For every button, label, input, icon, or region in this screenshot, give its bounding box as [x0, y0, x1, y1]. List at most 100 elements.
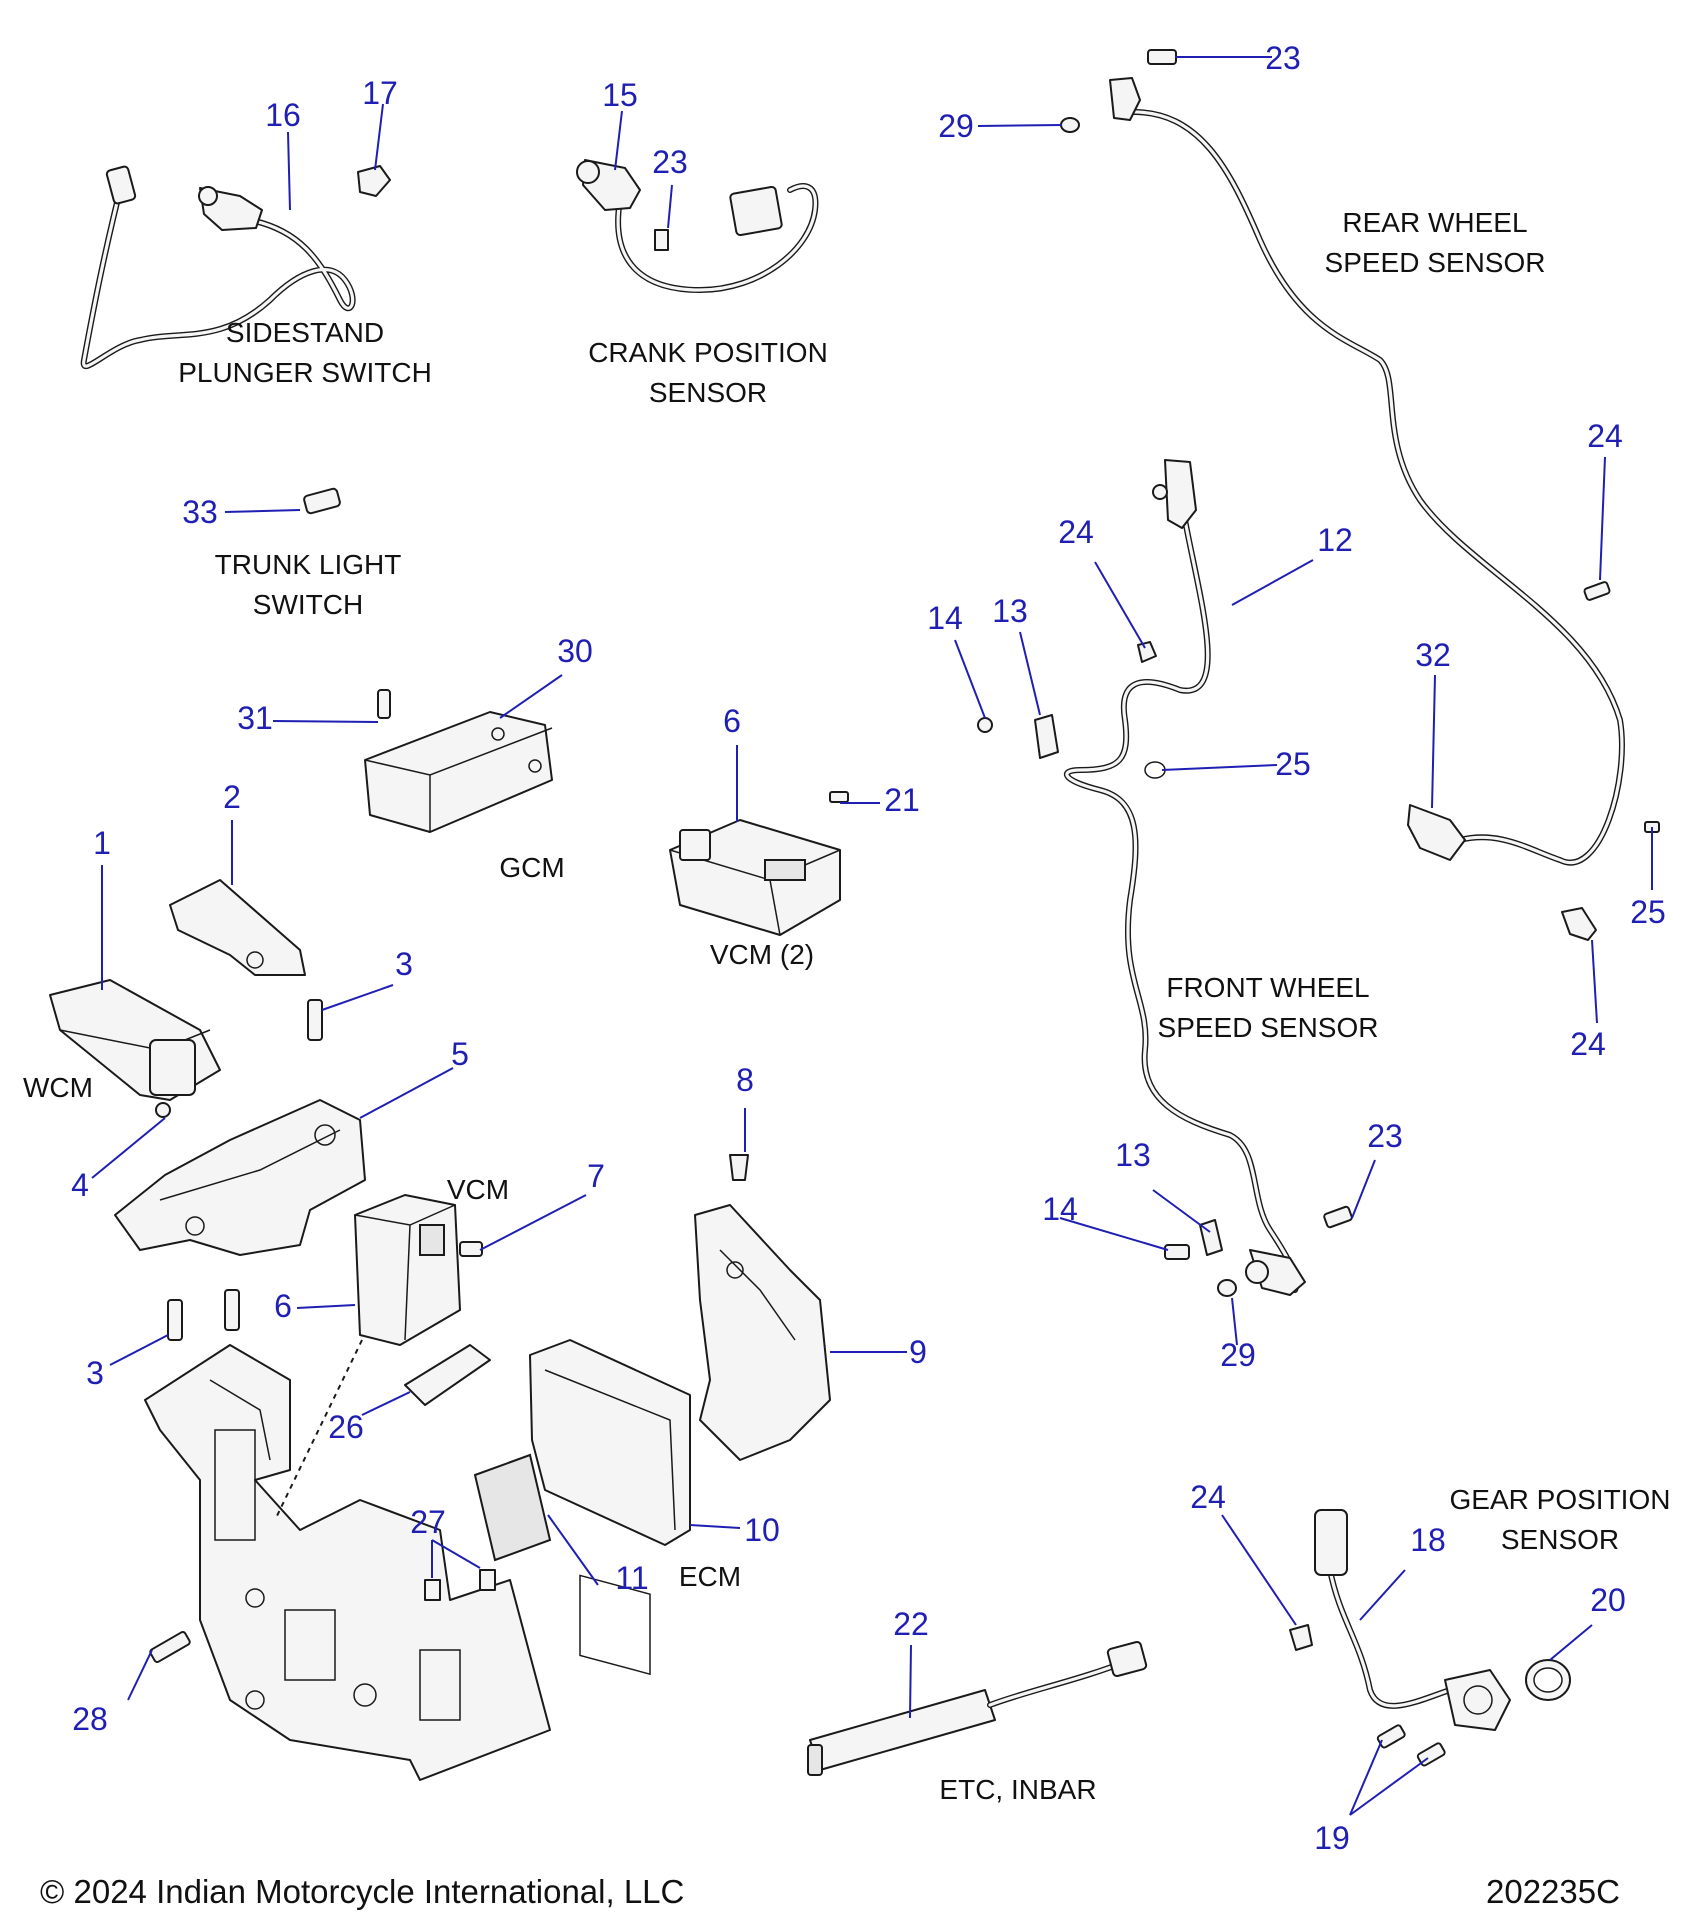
- callout-31: 31: [237, 700, 273, 736]
- vcm-label-text: VCM: [446, 1174, 510, 1205]
- etc-inbar-label: ETC, INBAR: [939, 1770, 1096, 1810]
- callout-28: 28: [72, 1701, 108, 1737]
- callout-18: 18: [1410, 1522, 1446, 1558]
- callout-1: 1: [93, 825, 111, 861]
- leader-lines: [91, 56, 1653, 1816]
- vcm-to-bracket-dashed-line: [274, 1339, 363, 1521]
- callout-19: 19: [1314, 1820, 1350, 1856]
- rear-wheel-speed-sensor-drawing: [1060, 49, 1660, 941]
- wcm-label: WCM: [23, 1068, 93, 1108]
- sidestand-plunger-switch-drawing: [80, 165, 391, 370]
- front-wheel-label-line-2: SPEED SENSOR: [1157, 1012, 1379, 1043]
- callout-25: 25: [1275, 746, 1311, 782]
- ecm-label-block: ECM: [679, 1557, 741, 1597]
- rear-wheel-label-line-1: REAR WHEEL: [1342, 207, 1528, 238]
- callout-27: 27: [410, 1504, 446, 1540]
- vcm-2-label: VCM (2): [710, 935, 814, 975]
- front-wheel-label-line-1: FRONT WHEEL: [1166, 972, 1370, 1003]
- callout-3: 3: [86, 1355, 104, 1391]
- rear-wheel-speed-sensor-label: REAR WHEEL SPEED SENSOR: [1325, 203, 1546, 283]
- callout-25: 25: [1630, 894, 1666, 930]
- trunk-label-line-2: SWITCH: [252, 589, 364, 620]
- bolts-drawing: [149, 999, 749, 1663]
- trunk-light-switch-drawing: [303, 487, 341, 515]
- sidestand-plunger-switch-label: SIDESTAND PLUNGER SWITCH: [178, 313, 432, 393]
- etc-inbar-label-text: ETC, INBAR: [939, 1774, 1097, 1805]
- callout-24: 24: [1190, 1479, 1226, 1515]
- callout-13: 13: [992, 593, 1028, 629]
- figure-id: 202235C: [1486, 1873, 1620, 1910]
- vcm-2-label-text: VCM (2): [709, 939, 815, 970]
- gear-position-sensor-drawing: [1289, 1509, 1571, 1767]
- callout-29: 29: [938, 108, 974, 144]
- callout-33: 33: [182, 494, 218, 530]
- bracket-9-drawing: [694, 1204, 831, 1461]
- callout-3: 3: [395, 946, 413, 982]
- crank-label-line-2: SENSOR: [648, 377, 768, 408]
- rear-wheel-label-line-2: SPEED SENSOR: [1324, 247, 1546, 278]
- callout-23: 23: [652, 144, 688, 180]
- etc-inbar-drawing: [807, 1640, 1148, 1776]
- trunk-label-line-1: TRUNK LIGHT: [214, 549, 402, 580]
- callout-20: 20: [1590, 1582, 1626, 1618]
- gcm-label: GCM: [499, 848, 564, 888]
- connector-26-drawing: [404, 1344, 491, 1406]
- vcm-label: VCM: [447, 1170, 509, 1210]
- callout-24: 24: [1570, 1026, 1606, 1062]
- callout-23: 23: [1265, 40, 1301, 76]
- callout-24: 24: [1587, 418, 1623, 454]
- bracket-5-drawing: [114, 1099, 366, 1256]
- callout-6: 6: [274, 1288, 292, 1324]
- callout-8: 8: [736, 1062, 754, 1098]
- copyright-notice: © 2024 Indian Motorcycle International, …: [40, 1873, 685, 1910]
- gear-position-sensor-label: GEAR POSITION SENSOR: [1450, 1480, 1671, 1560]
- ecm-label-text: ECM: [678, 1561, 742, 1592]
- bolt-27b-drawing: [479, 1569, 496, 1591]
- ecm-drawing: [473, 1339, 691, 1676]
- callout-10: 10: [744, 1512, 780, 1548]
- lower-bracket-drawing: [144, 1344, 551, 1781]
- front-wheel-speed-sensor-drawing: [977, 459, 1353, 1297]
- crank-position-sensor-drawing: [576, 159, 819, 293]
- callout-24: 24: [1058, 514, 1094, 550]
- callout-26: 26: [328, 1409, 364, 1445]
- sidestand-label-line-2: PLUNGER SWITCH: [178, 357, 432, 388]
- vcm-2-drawing: [669, 791, 849, 936]
- callout-15: 15: [602, 77, 638, 113]
- callout-12: 12: [1317, 522, 1353, 558]
- gcm-drawing: [364, 689, 553, 833]
- callout-7: 7: [587, 1158, 605, 1194]
- gear-label-line-2: SENSOR: [1500, 1524, 1620, 1555]
- trunk-light-switch-label: TRUNK LIGHT SWITCH: [215, 545, 402, 625]
- callout-6: 6: [723, 703, 741, 739]
- callout-4: 4: [71, 1167, 89, 1203]
- crank-label-line-1: CRANK POSITION: [588, 337, 828, 368]
- vcm-drawing: [354, 1194, 461, 1346]
- callout-9: 9: [909, 1334, 927, 1370]
- gcm-label-text: GCM: [499, 852, 565, 883]
- callout-30: 30: [557, 633, 593, 669]
- callout-23: 23: [1367, 1118, 1403, 1154]
- sidestand-label-line-1: SIDESTAND: [225, 317, 385, 348]
- callout-16: 16: [265, 97, 301, 133]
- callout-2: 2: [223, 779, 241, 815]
- callout-5: 5: [451, 1036, 469, 1072]
- callout-14: 14: [1042, 1191, 1078, 1227]
- callout-22: 22: [893, 1606, 929, 1642]
- wcm-drawing: [49, 979, 221, 1101]
- callout-21: 21: [884, 782, 920, 818]
- bracket-2-drawing: [169, 879, 306, 976]
- gear-label-line-1: GEAR POSITION: [1449, 1484, 1671, 1515]
- callout-32: 32: [1415, 637, 1451, 673]
- callout-17: 17: [362, 75, 398, 111]
- callout-11: 11: [615, 1560, 649, 1596]
- callout-13: 13: [1115, 1137, 1151, 1173]
- crank-position-sensor-label: CRANK POSITION SENSOR: [588, 333, 828, 413]
- wcm-label-text: WCM: [23, 1072, 93, 1103]
- callout-14: 14: [927, 600, 963, 636]
- callout-29: 29: [1220, 1337, 1256, 1373]
- bolt-27a-drawing: [424, 1579, 441, 1601]
- front-wheel-speed-sensor-label: FRONT WHEEL SPEED SENSOR: [1158, 968, 1379, 1048]
